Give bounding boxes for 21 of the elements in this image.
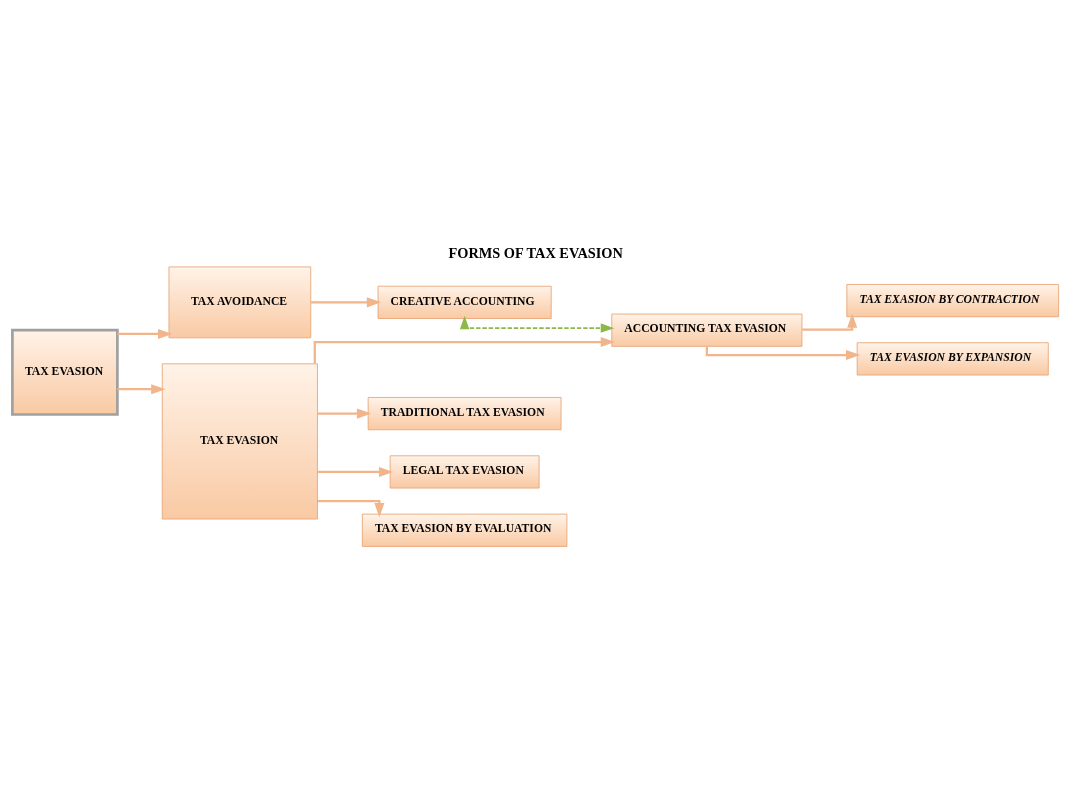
node-box: LEGAL TAX EVASION xyxy=(389,454,540,489)
node-box: CREATIVE ACCOUNTING xyxy=(377,285,552,319)
arrow xyxy=(310,296,382,307)
arrow xyxy=(705,345,861,360)
node-box: TAX EVASION xyxy=(11,328,119,416)
arrow xyxy=(317,499,385,517)
node-box: TAX EXASION BY CONTRACTION xyxy=(846,283,1060,317)
node-box: TAX EVASION xyxy=(161,362,318,519)
arrow xyxy=(117,383,166,394)
node-box: ACCOUNTING TAX EVASION xyxy=(611,313,803,347)
arrow xyxy=(459,315,615,333)
arrow xyxy=(317,408,372,419)
diagram-title: FORMS OF TAX EVASION xyxy=(448,244,623,261)
arrow xyxy=(802,312,858,331)
node-box: TAX EVASION BY EXPANSION xyxy=(856,341,1049,375)
arrow xyxy=(117,328,173,339)
node-box: TAX AVOIDANCE xyxy=(168,265,312,338)
arrow xyxy=(317,466,394,477)
arrow xyxy=(313,336,616,364)
node-box: TRADITIONAL TAX EVASION xyxy=(367,396,562,430)
node-box: TAX EVASION BY EVALUATION xyxy=(361,513,568,547)
